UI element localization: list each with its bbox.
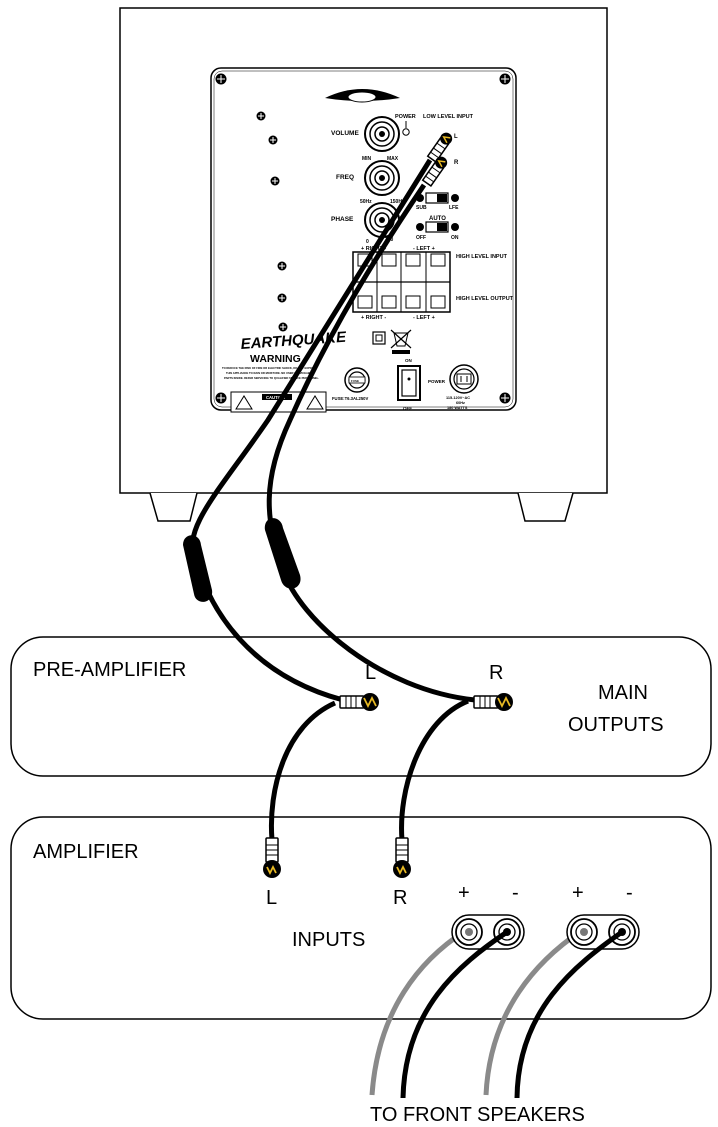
sub-label: SUB xyxy=(416,205,427,211)
sub-cable-left xyxy=(189,158,433,703)
terminals-top-left-label: - LEFT + xyxy=(413,246,435,252)
low-level-input-label: LOW LEVEL INPUT xyxy=(423,114,474,120)
phase-label: PHASE xyxy=(331,216,354,223)
auto-label: AUTO xyxy=(429,216,446,222)
panel-screw-icon xyxy=(499,73,511,85)
warning-text-3: PARTS INSIDE. REFER SERVICING TO QUALIFI… xyxy=(224,376,319,380)
auto-switch[interactable] xyxy=(416,221,459,233)
warning-text-2: THIS APPLIANCE TO RAIN OR MOISTURE. NO U… xyxy=(226,371,314,375)
panel-screw-icon xyxy=(215,73,227,85)
lfe-label: LFE xyxy=(449,205,459,211)
volume-label: VOLUME xyxy=(331,130,359,137)
power-led-label: POWER xyxy=(395,114,416,120)
fuse-rating-label: FUSE:T6.3AL250V xyxy=(332,396,369,401)
fuse-label: FUSE xyxy=(351,379,359,383)
switch-on-label: ON xyxy=(405,358,412,363)
ferrite-choke-left-icon xyxy=(183,535,213,602)
rear-panel: VOLUME MIN MAX FREQ 50Hz 150Hz PHASE 0 1… xyxy=(210,67,517,413)
pre-amplifier-title: PRE-AMPLIFIER xyxy=(33,659,186,681)
volume-knob[interactable] xyxy=(364,116,400,152)
power-inlet-label: POWER xyxy=(428,379,446,384)
caution-label: CAUTION xyxy=(266,395,285,400)
sub-rca-plug-right-icon xyxy=(421,156,448,188)
sub-rca-plug-left-icon xyxy=(426,132,453,164)
panel-screw-icon xyxy=(270,176,280,186)
freq-high-label: 150Hz xyxy=(390,199,405,205)
freq-knob[interactable] xyxy=(364,160,400,196)
speaker-terminal-pair-2[interactable] xyxy=(566,914,640,950)
high-level-input-label: HIGH LEVEL INPUT xyxy=(456,254,508,260)
amp-neg-label-1: - xyxy=(512,882,519,904)
main-outputs-line2: OUTPUTS xyxy=(568,714,664,736)
volume-max-label: MAX xyxy=(387,156,399,162)
low-level-l-label: L xyxy=(454,134,458,140)
panel-screw-icon xyxy=(499,392,511,404)
warning-text-1: TO REDUCE THE RISK OF FIRE OR ELECTRIC S… xyxy=(222,366,316,370)
cabinet-foot-left xyxy=(149,492,198,522)
warning-title: WARNING xyxy=(250,353,301,365)
pre-amp-channel-l-label: L xyxy=(365,662,376,684)
pre-amp-rca-plug-right-icon xyxy=(473,693,513,711)
amp-rca-plug-right-icon xyxy=(393,837,411,878)
double-insulation-icon xyxy=(372,331,386,345)
ferrite-choke-right-icon xyxy=(264,518,301,589)
amplifier-title: AMPLIFIER xyxy=(33,841,139,863)
auto-on-label: ON xyxy=(451,235,459,241)
amp-channel-l-label: L xyxy=(266,887,277,909)
amp-pos-label-2: + xyxy=(572,882,584,904)
to-front-speakers-caption: TO FRONT SPEAKERS xyxy=(370,1104,585,1126)
freq-low-label: 50Hz xyxy=(360,199,372,205)
low-level-r-label: R xyxy=(454,160,459,166)
switch-off-label: OFF xyxy=(403,406,412,411)
sub-cable-right xyxy=(266,183,476,703)
speaker-cable-negative-1 xyxy=(400,929,509,1099)
panel-screw-icon xyxy=(277,293,287,303)
terminals-bottom-left-label: - LEFT + xyxy=(413,315,435,321)
auto-off-label: OFF xyxy=(416,235,426,241)
pre-amp-rca-plug-left-icon xyxy=(339,693,379,711)
power-inlet-socket[interactable] xyxy=(449,364,479,394)
terminals-bottom-right-label: + RIGHT - xyxy=(361,315,386,321)
brand-emblem-icon xyxy=(325,89,400,103)
sub-lfe-switch[interactable] xyxy=(416,192,459,204)
panel-screw-icon xyxy=(215,392,227,404)
cabinet-foot-right xyxy=(517,492,574,522)
power-rating-2: 60Hz xyxy=(456,401,465,405)
rca-cable-left-pre-to-amp xyxy=(268,700,337,841)
power-rocker-switch[interactable] xyxy=(397,365,421,401)
volume-min-label: MIN xyxy=(362,156,372,162)
speaker-cable-negative-2 xyxy=(514,929,624,1099)
pre-amp-channel-r-label: R xyxy=(489,662,503,684)
amp-rca-plug-left-icon xyxy=(263,837,281,878)
rca-cable-right-pre-to-amp xyxy=(399,698,469,841)
power-rating-1: 115-120V~AC xyxy=(446,396,470,400)
speaker-cable-positive-1 xyxy=(369,928,467,1096)
high-level-output-label: HIGH LEVEL OUTPUT xyxy=(456,296,514,302)
panel-screw-icon xyxy=(277,261,287,271)
main-outputs-line1: MAIN xyxy=(598,682,648,704)
amp-channel-r-label: R xyxy=(393,887,407,909)
amp-inputs-label: INPUTS xyxy=(292,929,365,951)
speaker-cable-positive-2 xyxy=(483,928,583,1096)
amp-pos-label-1: + xyxy=(458,882,470,904)
panel-screw-icon xyxy=(278,322,288,332)
power-led-icon xyxy=(402,128,410,136)
amp-neg-label-2: - xyxy=(626,882,633,904)
phase-low-label: 0 xyxy=(366,239,369,245)
weee-bin-icon xyxy=(390,329,412,354)
fuse-holder[interactable] xyxy=(344,367,370,393)
power-rating-3: 180 WATTS xyxy=(447,406,468,410)
panel-screw-icon xyxy=(268,135,278,145)
freq-label: FREQ xyxy=(336,174,354,181)
panel-screw-icon xyxy=(256,111,266,121)
